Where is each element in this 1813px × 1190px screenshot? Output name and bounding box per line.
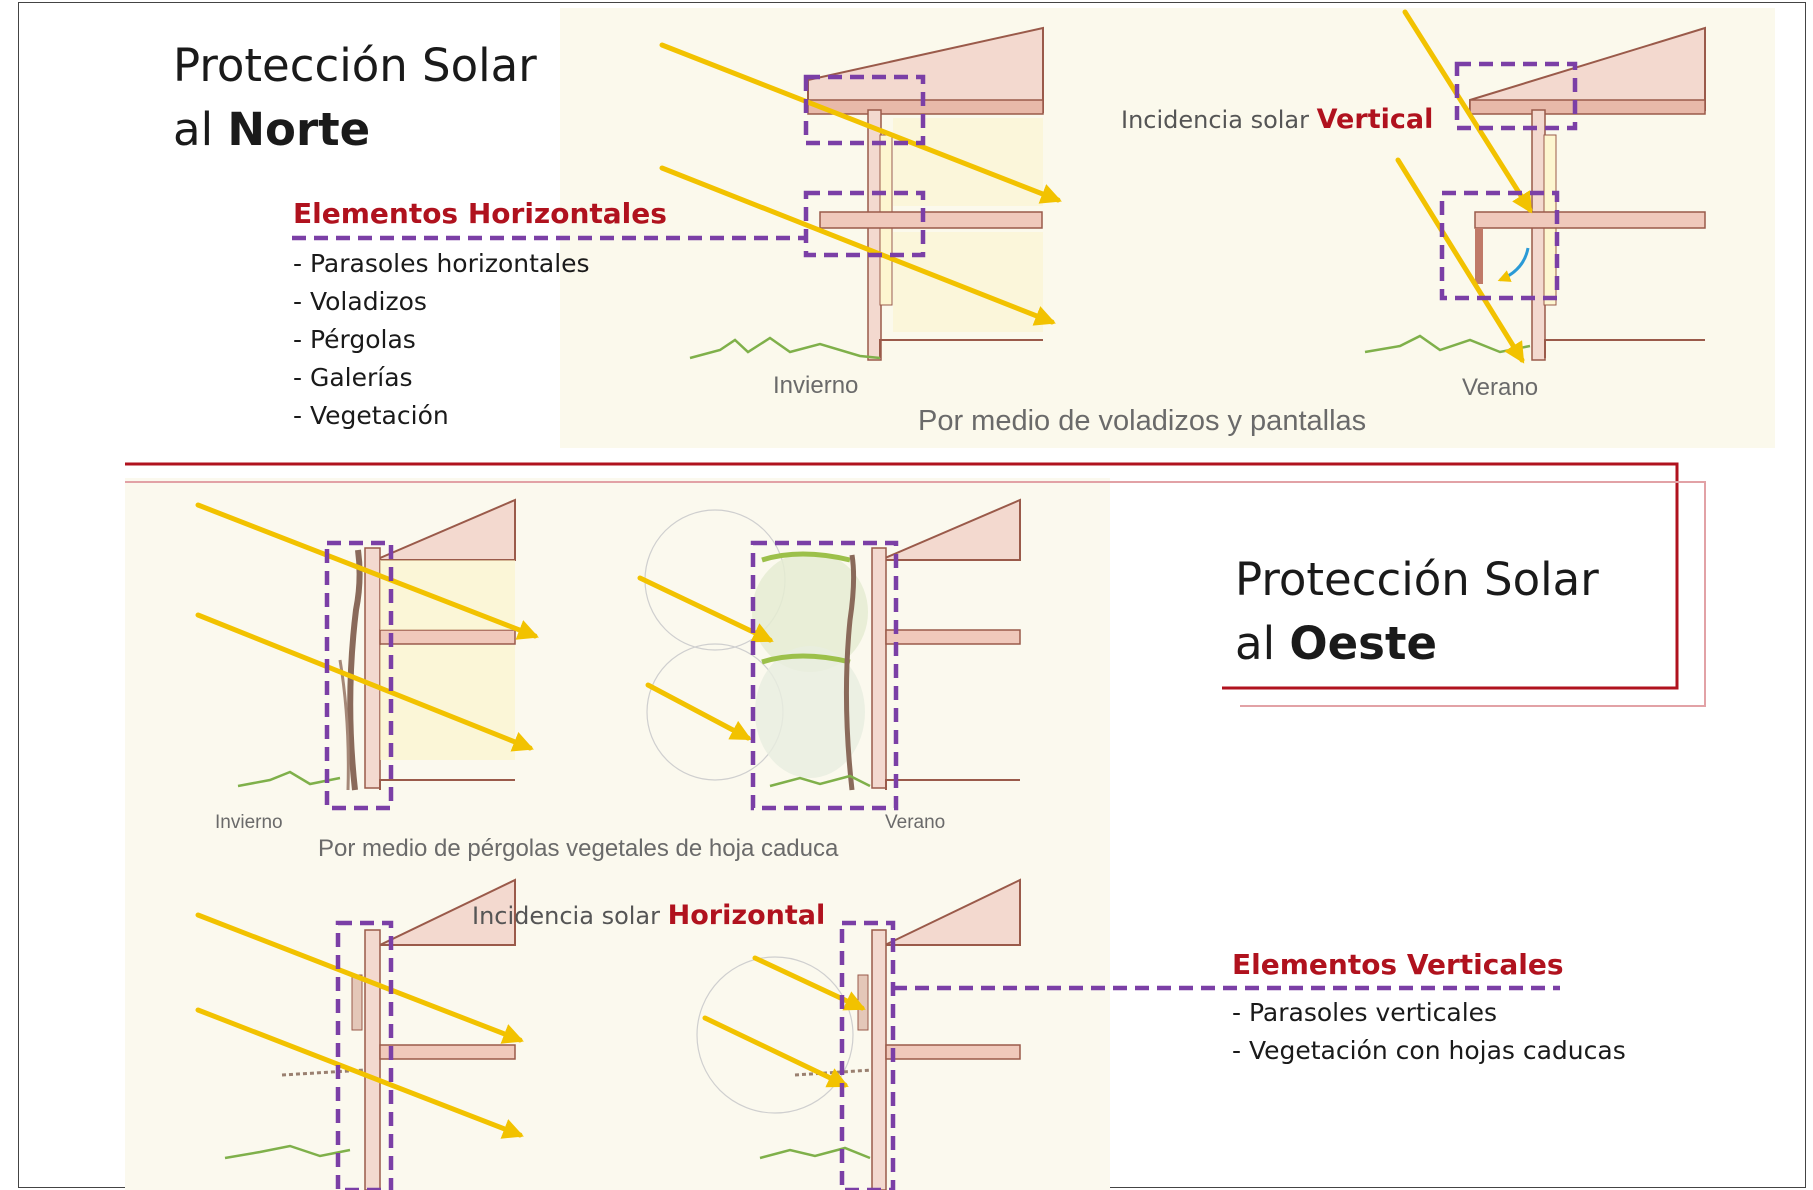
north-elements-list: - Parasoles horizontales - Voladizos - P… xyxy=(293,245,590,435)
west-incidence-highlight: Horizontal xyxy=(667,900,826,931)
north-element-item: - Vegetación xyxy=(293,401,449,430)
north-incidence-label: Incidencia solar Vertical xyxy=(1121,104,1433,135)
west-sketch-background xyxy=(125,478,1110,1190)
west-title-line2: al Oeste xyxy=(1235,612,1599,676)
west-title-prefix: al xyxy=(1235,617,1276,670)
north-title-prefix: al xyxy=(173,103,214,156)
north-winter-building xyxy=(807,26,1044,361)
north-element-item: - Galerías xyxy=(293,363,413,392)
west-element-item: - Vegetación con hojas caducas xyxy=(1232,1036,1626,1065)
west-title-line1: Protección Solar xyxy=(1235,553,1599,606)
north-winter-label: Invierno xyxy=(773,372,859,399)
west-title-emphasis: Oeste xyxy=(1289,617,1437,670)
west-incidence-label: Incidencia solar Horizontal xyxy=(472,900,825,931)
north-title-emphasis: Norte xyxy=(227,103,371,156)
north-summer-label: Verano xyxy=(1462,374,1539,401)
west-winter-grass xyxy=(237,770,341,788)
north-title-line2: al Norte xyxy=(173,98,537,162)
section-separator-frame xyxy=(125,462,1706,707)
west-elements-list: - Parasoles verticales - Vegetación con … xyxy=(1232,994,1626,1070)
west-summer-grass xyxy=(769,774,871,788)
north-caption: Por medio de voladizos y pantallas xyxy=(918,405,1367,437)
north-title: Protección Solar al Norte xyxy=(173,34,537,162)
north-summer-building xyxy=(1469,26,1706,361)
north-incidence-highlight: Vertical xyxy=(1316,104,1434,135)
west-title: Protección Solar al Oeste xyxy=(1235,548,1599,676)
north-sun-rays xyxy=(659,9,1533,364)
west-bottom-left-building xyxy=(281,878,516,1190)
west-caption: Por medio de pérgolas vegetales de hoja … xyxy=(318,835,839,862)
north-title-line1: Protección Solar xyxy=(173,39,537,92)
west-elements-heading: Elementos Verticales xyxy=(1232,948,1564,981)
west-bottom-right-grass xyxy=(759,1146,871,1160)
west-winter-label: Invierno xyxy=(215,812,283,833)
north-highlight-boxes xyxy=(292,61,1578,301)
west-summer-label: Verano xyxy=(885,812,946,833)
north-element-item: - Parasoles horizontales xyxy=(293,249,590,278)
north-summer-grass xyxy=(1364,334,1531,354)
north-element-item: - Pérgolas xyxy=(293,325,416,354)
north-element-item: - Voladizos xyxy=(293,287,427,316)
west-element-item: - Parasoles verticales xyxy=(1232,998,1498,1027)
north-winter-grass xyxy=(689,336,881,360)
west-summer-building xyxy=(644,498,1021,791)
north-elements-heading: Elementos Horizontales xyxy=(293,197,667,230)
west-bottom-left-grass xyxy=(224,1144,351,1160)
west-incidence-text: Incidencia solar xyxy=(472,902,660,930)
west-winter-building xyxy=(338,498,516,791)
west-highlight-boxes xyxy=(324,540,1560,1190)
north-incidence-text: Incidencia solar xyxy=(1121,106,1309,134)
